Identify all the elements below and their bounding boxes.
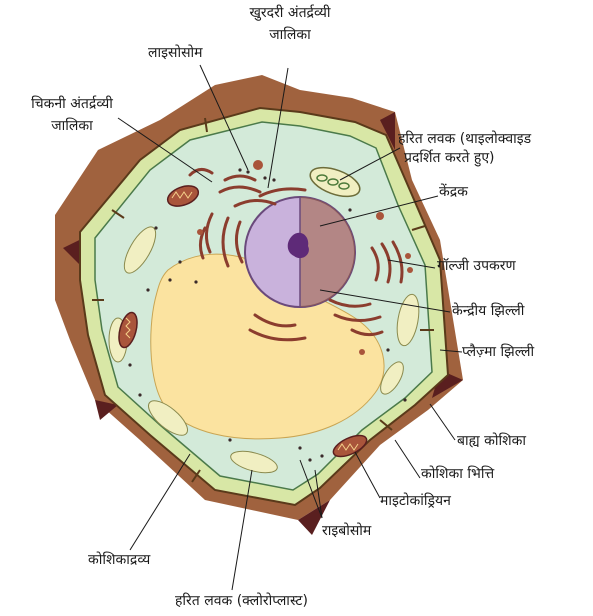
label-chloroplast: हरित लवक (क्लोरोप्लास्ट) xyxy=(175,592,308,611)
label-cell-wall: कोशिका भित्ति xyxy=(421,465,494,484)
label-smooth-er: चिकनी अंतर्द्रव्यी जालिका xyxy=(8,95,136,136)
label-nuclear-membrane: केन्द्रीय झिल्ली xyxy=(452,302,524,321)
label-plasma-membrane: प्लैज़्मा झिल्ली xyxy=(462,343,534,362)
label-lysosome: लाइसोसोम xyxy=(148,44,203,63)
label-chloroplast-thylakoid: हरित लवक (थाइलोक्वाइड प्रदर्शित करते हुए… xyxy=(398,130,531,168)
label-nucleus: केंद्रक xyxy=(439,183,468,202)
label-golgi: गॉल्जी उपकरण xyxy=(437,257,516,276)
label-ribosome: राइबोसोम xyxy=(322,522,371,541)
label-mitochondria: माइटोकांड्रियन xyxy=(380,492,451,511)
label-rough-er: खुरदरी अंतर्द्रव्यी जालिका xyxy=(230,4,350,45)
label-cytoplasm: कोशिकाद्रव्य xyxy=(88,551,150,570)
nucleus xyxy=(245,197,355,307)
label-outer-cell: बाह्य कोशिका xyxy=(457,432,526,451)
